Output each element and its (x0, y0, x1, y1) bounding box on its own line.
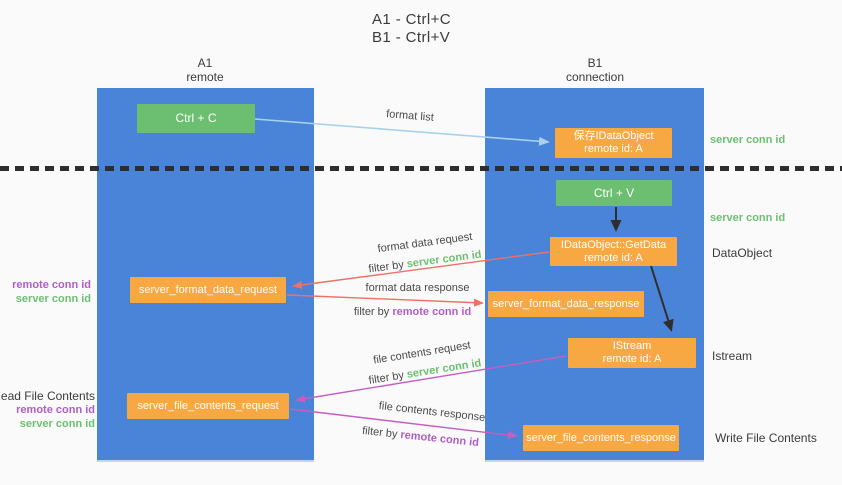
dataobject-annotation: DataObject (712, 246, 773, 260)
server-conn-id-annotation: server conn id (15, 293, 91, 305)
filter-by-remote-conn-id-label-2: filter by remote conn id (348, 423, 493, 450)
server-format-data-response-box: server_format_data_response (488, 291, 644, 317)
read-file-contents-annotation: Read File Contents (0, 389, 95, 403)
istream-line2: remote id: A (602, 353, 662, 365)
column-a1-name: A1 (197, 56, 213, 70)
column-header-b1: B1 connection (515, 56, 675, 84)
left-conn-id-annotations-1: remote conn id server conn id (12, 278, 91, 306)
remote-conn-id-annotation: remote conn id (12, 279, 91, 291)
column-a1-subtitle: remote (186, 70, 224, 84)
ctrl-c-label: Ctrl + C (175, 111, 217, 125)
server-conn-id-text: server conn id (405, 357, 483, 381)
server-format-data-response-label: server_format_data_response (492, 297, 640, 310)
server-file-contents-response-box: server_file_contents_response (523, 425, 679, 451)
format-list-label: format list (385, 108, 435, 124)
server-conn-id-text: server conn id (406, 248, 483, 271)
istream-line1: IStream (612, 340, 652, 352)
istream-annotation: Istream (712, 349, 753, 363)
server-file-contents-request-label: server_file_contents_request (137, 399, 279, 412)
filter-by-remote-conn-id-label-1: filter by remote conn id (340, 306, 485, 318)
server-format-data-request-label: server_format_data_request (138, 283, 278, 296)
server-conn-id-annotation: server conn id (19, 418, 95, 430)
server-conn-id-annotation-mid: server conn id (710, 212, 786, 224)
session-divider-dashed-line (0, 166, 842, 171)
remote-conn-id-annotation: remote conn id (16, 404, 95, 416)
left-conn-id-annotations-2: Read File Contents remote conn id server… (0, 389, 95, 431)
server-file-contents-request-box: server_file_contents_request (127, 393, 289, 419)
filter-by-text: filter by (367, 258, 408, 276)
diagram-title: A1 - Ctrl+C B1 - Ctrl+V (372, 11, 451, 47)
save-idataobject-line2: remote id: A (584, 143, 643, 155)
save-idataobject-box: 保存IDataObject remote id: A (555, 128, 672, 158)
getdata-line2: remote id: A (584, 251, 643, 264)
file-contents-response-label: file contents response (378, 399, 486, 425)
column-b1-name: B1 (587, 56, 603, 70)
server-conn-id-annotation-top: server conn id (710, 134, 786, 146)
write-file-contents-annotation: Write File Contents (715, 431, 817, 445)
ctrl-c-box: Ctrl + C (137, 104, 255, 133)
column-header-a1: A1 remote (125, 56, 285, 84)
remote-conn-id-text: remote conn id (399, 428, 480, 450)
title-line-b1: B1 - Ctrl+V (372, 29, 451, 46)
remote-conn-id-text: remote conn id (392, 306, 472, 318)
ctrl-v-label: Ctrl + V (593, 185, 635, 200)
server-file-contents-response-label: server_file_contents_response (526, 431, 676, 444)
format-data-response-arrow (286, 294, 484, 307)
istream-box: IStream remote id: A (568, 338, 696, 368)
getdata-line1: IDataObject::GetData (560, 238, 667, 251)
filter-by-text: filter by (367, 368, 408, 387)
column-b1-subtitle: connection (565, 70, 625, 84)
filter-by-text: filter by (361, 424, 402, 441)
title-line-a1: A1 - Ctrl+C (372, 11, 451, 28)
server-format-data-request-box: server_format_data_request (130, 277, 286, 303)
filter-by-text: filter by (353, 306, 393, 318)
idataobject-getdata-box: IDataObject::GetData remote id: A (550, 237, 677, 266)
ctrl-v-box: Ctrl + V (556, 180, 672, 206)
format-data-response-label: format data response (365, 282, 470, 294)
save-idataobject-line1: 保存IDataObject (573, 130, 654, 142)
